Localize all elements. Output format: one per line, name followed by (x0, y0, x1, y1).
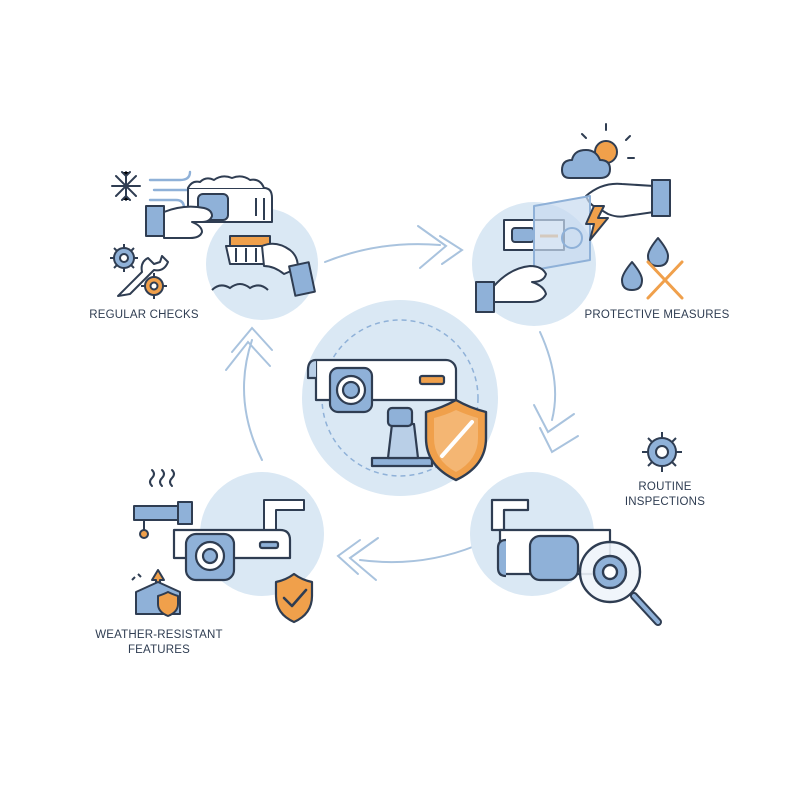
label-text: PROTECTIVE MEASURES (584, 309, 730, 321)
arrow-icon (243, 339, 263, 461)
central-hub (302, 300, 498, 496)
hand-icon (145, 205, 213, 239)
hand-icon (585, 179, 671, 218)
label-routine-inspections: ROUTINE INSPECTIONS (610, 480, 720, 510)
cross-icon (646, 260, 684, 300)
regular-checks-node (110, 170, 318, 320)
house-shield-icon (131, 569, 181, 617)
label-text: REGULAR CHECKS (89, 309, 199, 321)
snowflake-icon (111, 171, 141, 201)
heat-waves-icon (149, 469, 175, 487)
arrow-icon (348, 537, 379, 581)
magnifier-icon (578, 540, 662, 626)
arrow-icon (231, 326, 273, 353)
cloud-sun-icon (561, 123, 635, 179)
camera-shield-icon (503, 195, 591, 271)
label-weather-resistant-features: WEATHER-RESISTANT FEATURES (84, 628, 234, 658)
hand-icon (261, 242, 316, 297)
arrow-icon (336, 539, 361, 575)
gear-icon (141, 273, 167, 299)
arrow-icon (417, 225, 448, 269)
security-camera-icon (306, 358, 458, 468)
arrow-icon (539, 427, 579, 454)
label-text-line1: ROUTINE (638, 481, 692, 493)
security-camera-icon (172, 528, 292, 582)
arrow-icon (359, 545, 476, 564)
gear-icon (642, 432, 682, 472)
checkmark-shield-icon (274, 572, 314, 624)
arrow-icon (533, 404, 575, 434)
protective-measures-node (472, 123, 684, 326)
water-drop-icon (621, 237, 669, 291)
arrow-icon (324, 243, 441, 263)
cycle-arrows (225, 225, 579, 581)
gear-icon (110, 244, 138, 272)
label-regular-checks: REGULAR CHECKS (84, 308, 204, 323)
label-text-line2: INSPECTIONS (624, 496, 706, 508)
wind-icon (148, 170, 192, 210)
label-text-line2: FEATURES (127, 644, 191, 656)
shield-icon (424, 398, 488, 482)
arrow-icon (439, 235, 464, 265)
wrench-icon (117, 255, 169, 297)
label-protective-measures: PROTECTIVE MEASURES (582, 308, 732, 323)
lightning-icon (585, 205, 609, 241)
weather-resistant-node (131, 469, 324, 624)
hand-icon (475, 265, 547, 313)
pipe-icon (133, 501, 193, 539)
arrow-icon (225, 340, 271, 371)
label-text-line1: WEATHER-RESISTANT (95, 629, 223, 641)
routine-inspections-node (470, 432, 682, 626)
arrow-icon (539, 331, 557, 421)
